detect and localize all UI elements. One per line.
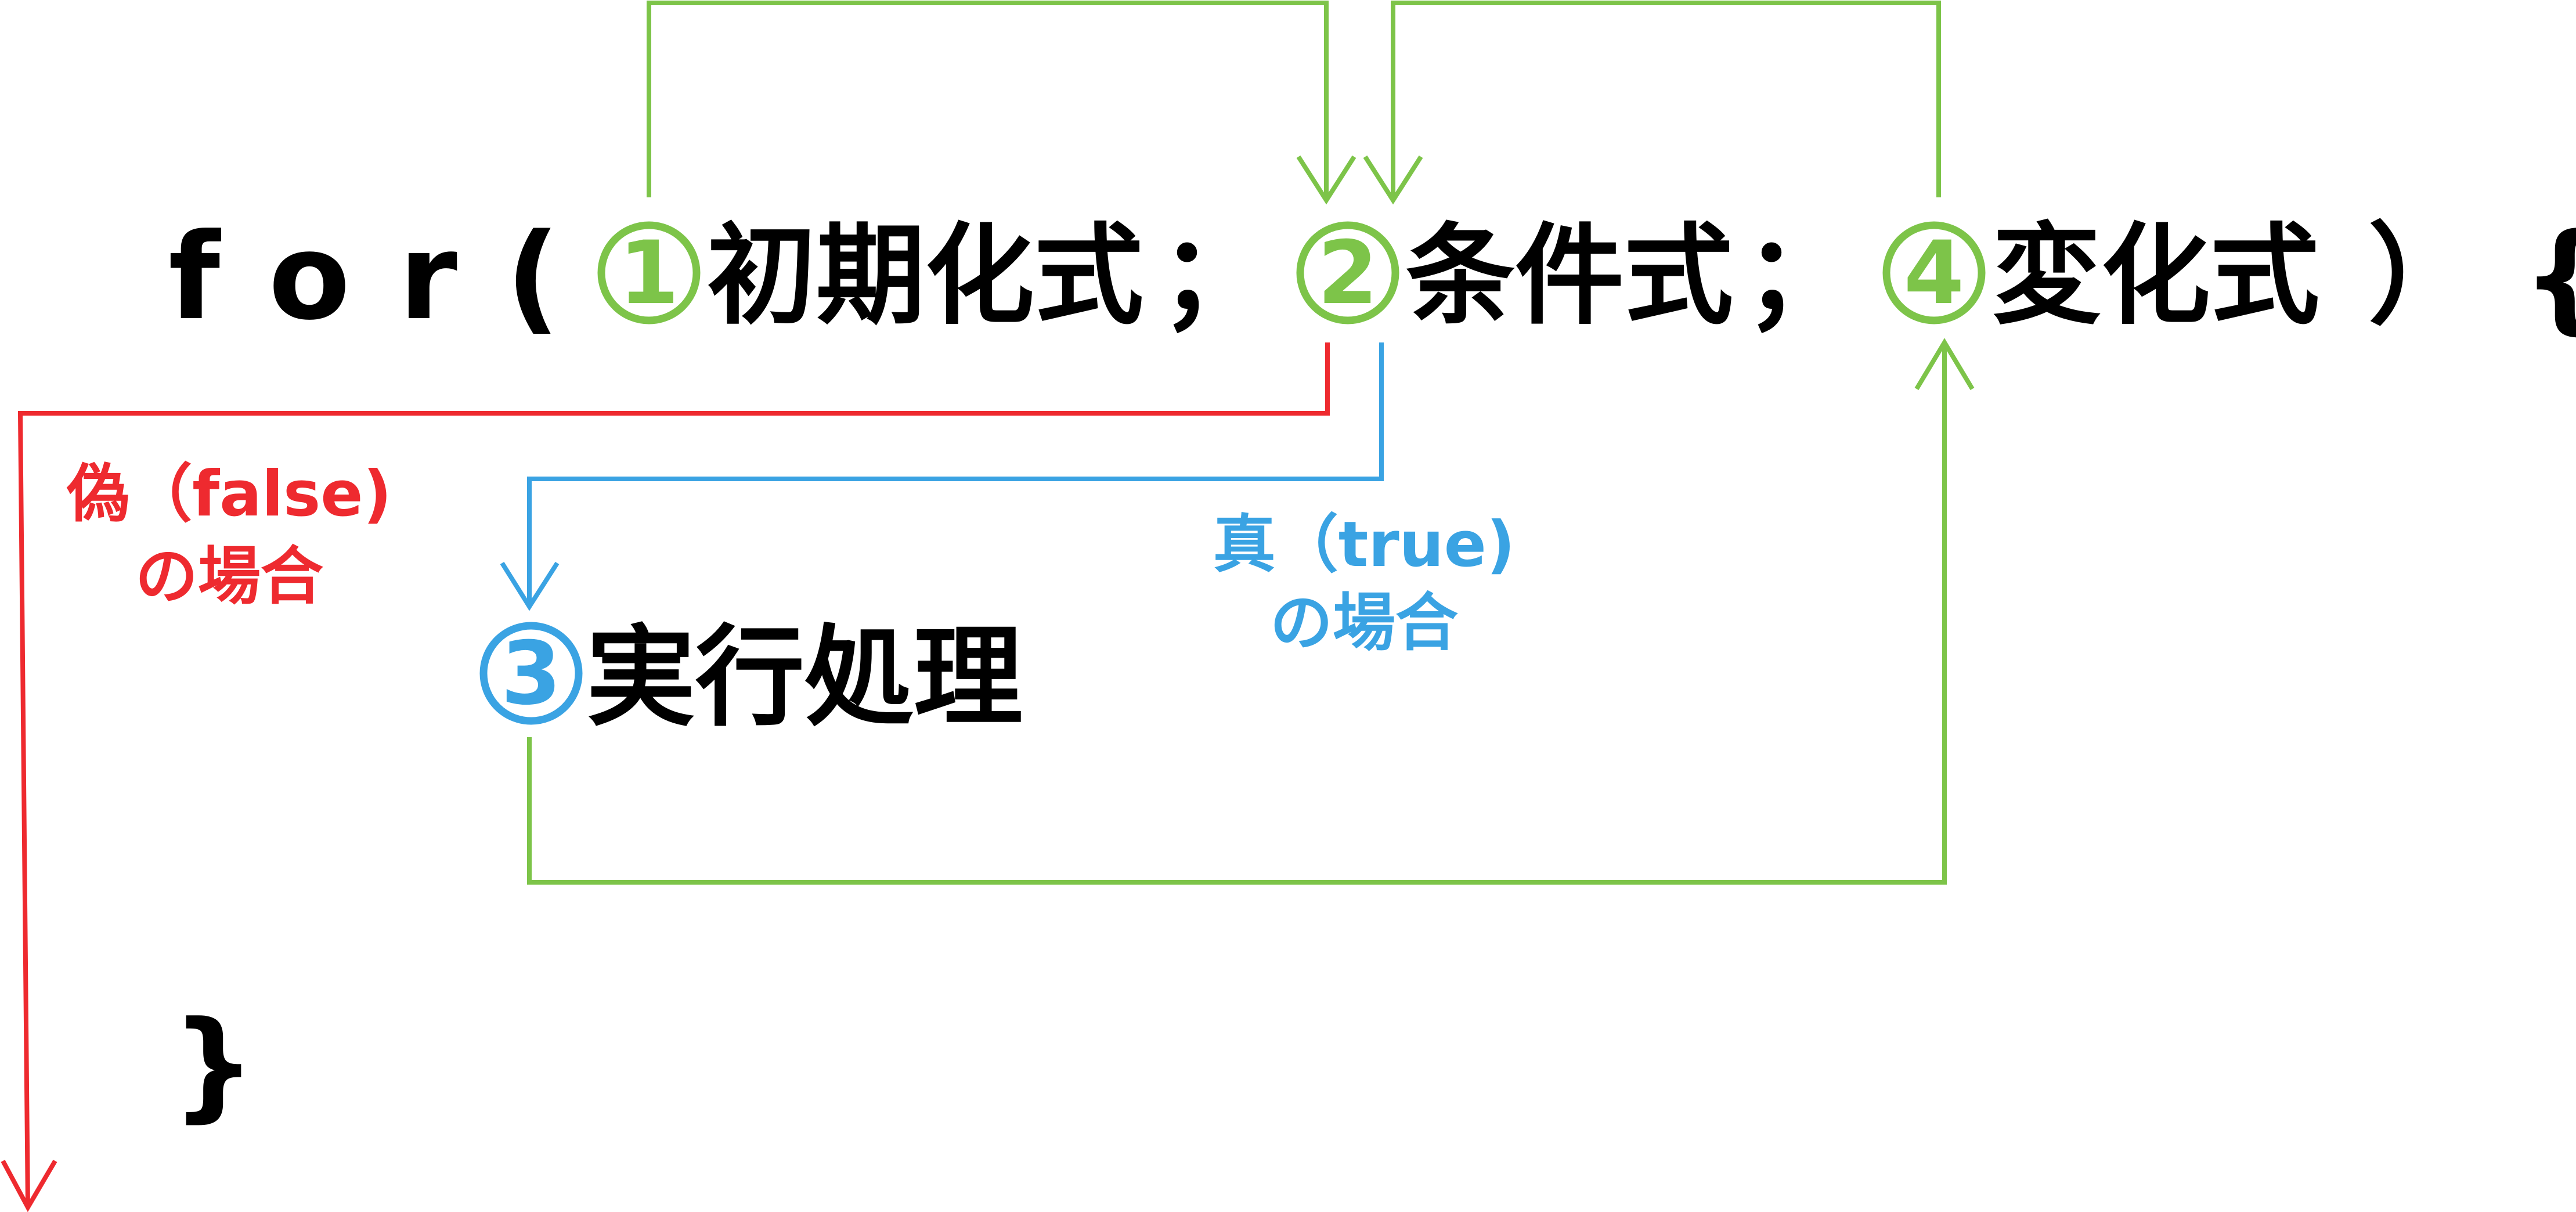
step-4-marker: 4	[1882, 221, 1986, 324]
arrow-true-to-body	[527, 342, 1384, 607]
arrow-body-to-update-head	[1914, 338, 1975, 391]
step-2-circle	[1296, 221, 1399, 324]
semicolon-1: ；	[1160, 212, 1269, 340]
arrow-update-to-condition	[1391, 1, 1941, 200]
step-3-label: 実行処理	[586, 614, 1023, 741]
true-label-line-1: 真（true)	[1213, 508, 1515, 581]
step-4-circle	[1882, 221, 1986, 324]
arrow-body-to-update	[527, 342, 1947, 885]
close-brace: }	[171, 996, 256, 1134]
arrow-init-to-condition-head	[1296, 155, 1356, 205]
step-1-circle	[597, 221, 701, 324]
arrow-false-exit-head	[1, 1159, 57, 1212]
arrow-update-to-condition-head	[1363, 155, 1423, 205]
arrow-true-to-body-head	[500, 561, 560, 611]
step-1-marker: 1	[597, 221, 701, 324]
step-3-marker: 3	[479, 622, 583, 725]
step-1-label: 初期化式	[707, 212, 1143, 340]
step-2-marker: 2	[1296, 221, 1399, 324]
true-label-line-2: の場合	[1270, 587, 1458, 659]
step-2-label: 条件式	[1406, 212, 1733, 340]
step-4-number: 4	[1904, 223, 1964, 324]
step-1-number: 1	[619, 223, 679, 324]
false-label-line-1: 偽（false)	[66, 458, 392, 531]
semicolon-2: ；	[1744, 212, 1853, 340]
arrow-false-exit	[17, 342, 1330, 1208]
open-brace: {	[2522, 208, 2576, 347]
false-label-line-2: の場合	[135, 540, 323, 613]
step-2-number: 2	[1318, 223, 1378, 324]
step-4-label: 変化式	[1992, 212, 2319, 340]
step-3-circle	[479, 622, 583, 725]
step-3-number: 3	[501, 623, 561, 724]
arrow-init-to-condition	[647, 1, 1329, 200]
close-paren: ）	[2368, 212, 2477, 340]
for-keyword: f o r (	[168, 208, 564, 347]
